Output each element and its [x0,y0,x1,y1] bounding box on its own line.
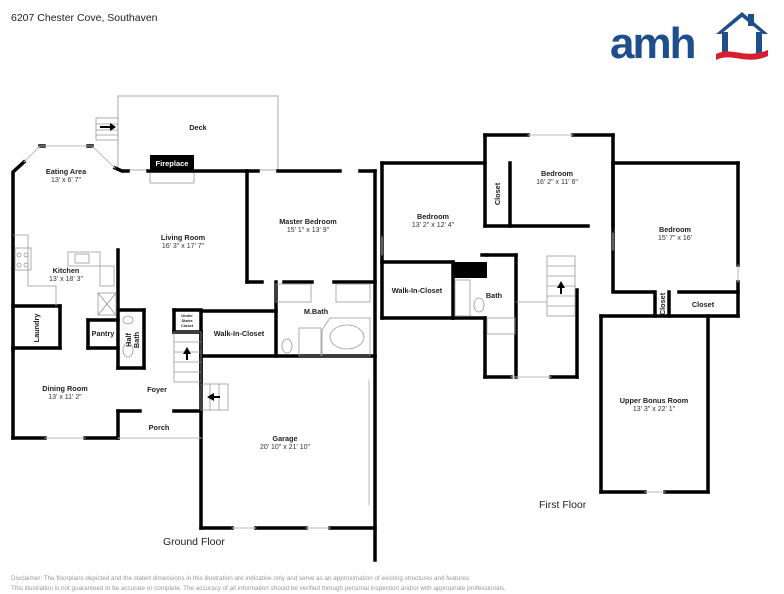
closet-small-label: Closet [658,292,667,315]
walk-in-closet-label: Walk-In-Closet [214,329,265,338]
upper-stairs [454,255,576,335]
upper-bonus-room-dim: 13' 3" x 22' 1" [633,406,676,413]
bedroom-top-label: Bedroom [541,169,574,178]
half-bath-label-2: Bath [132,332,141,348]
dining-room-label: Dining Room [42,384,88,393]
disclaimer-line-1: Disclaimer: The floorplans depicted and … [11,575,471,582]
dining-room-dim: 13' x 11' 2" [48,394,82,401]
deck-stairs [95,117,119,141]
deck-outline [117,95,279,171]
first-floor-label: First Floor [539,499,587,511]
kitchen-dim: 13' x 18' 3" [49,276,83,283]
bedroom-left-dim: 13' 2" x 12' 4" [412,222,455,229]
garage-dim: 20' 10" x 21' 10" [260,444,311,451]
master-bedroom-dim: 15' 1" x 13' 9" [287,227,330,234]
master-bath-label: M.Bath [304,307,328,316]
bedroom-right-label: Bedroom [659,225,692,234]
bath-upper-label: Bath [486,291,502,300]
ground-floor-label: Ground Floor [163,536,225,548]
eating-area-label: Eating Area [46,167,87,176]
eating-area-dim: 13' x 6' 7" [51,177,82,184]
disclaimer-line-2: This illustration is not guaranteed to b… [11,585,506,592]
property-address: 6207 Chester Cove, Southaven [11,12,158,24]
ground-stairs [173,331,229,411]
disclaimer: Disclaimer: The floorplans depicted and … [11,574,506,594]
foyer-label: Foyer [147,385,167,394]
walk-in-closet-upper-label: Walk-In-Closet [392,286,443,295]
deck-label: Deck [189,123,207,132]
pantry-label: Pantry [92,329,116,338]
closet-top-label: Closet [493,182,502,205]
bedroom-left-label: Bedroom [417,212,450,221]
logo-text: amh [610,19,696,68]
closet-right-label: Closet [692,300,715,309]
garage-label: Garage [272,434,297,443]
under-stairs-closet-1: Under [181,313,193,318]
living-room-dim: 16' 3" x 17' 7" [162,243,205,250]
living-room-label: Living Room [161,233,206,242]
amh-logo: amh [610,10,770,66]
bedroom-right-dim: 15' 7" x 16' [658,235,692,242]
bedroom-top-dim: 16' 2" x 11' 6" [536,179,578,186]
fireplace-label: Fireplace [156,159,189,168]
kitchen-label: Kitchen [53,266,80,275]
porch-label: Porch [149,423,170,432]
upper-bonus-room-label: Upper Bonus Room [620,396,689,405]
under-stairs-closet-3: Closet [181,323,194,328]
house-roof-icon [716,12,768,60]
laundry-label: Laundry [32,313,41,343]
half-bath-label-1: Half [124,333,133,347]
master-bedroom-label: Master Bedroom [279,217,337,226]
under-stairs-closet-2: Stairs [181,318,193,323]
